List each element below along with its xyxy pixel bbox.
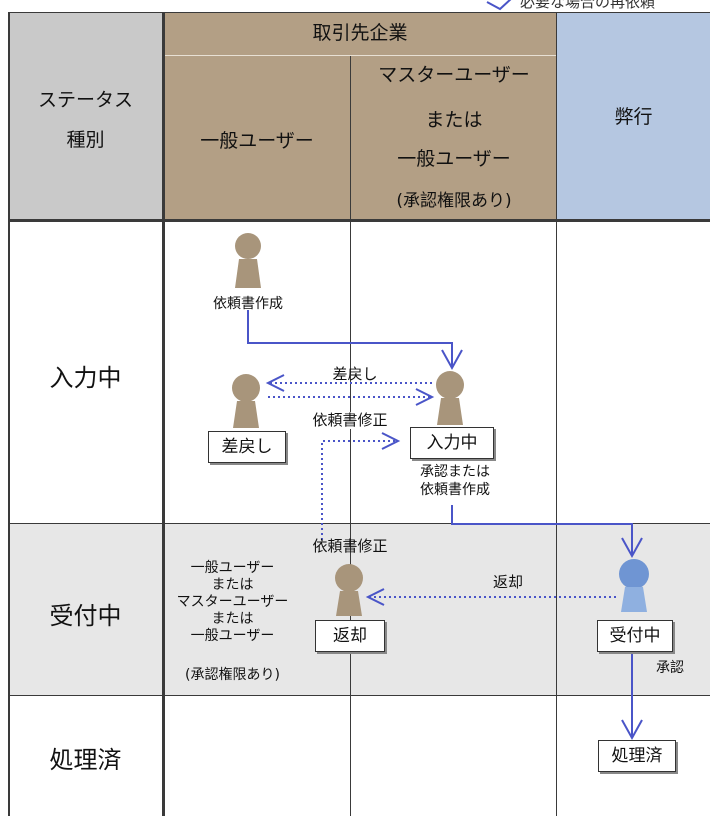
arrowhead-sent-back xyxy=(265,374,285,392)
header-client-company: 取引先企業 xyxy=(312,22,408,44)
person-bank-icon xyxy=(619,559,649,612)
users-list-3: マスターユーザー xyxy=(176,594,289,610)
row-label-processed: 処理済 xyxy=(49,746,122,774)
header-client-company-cell xyxy=(163,12,557,220)
header-bank: 弊行 xyxy=(614,106,653,128)
box-input: 入力中 xyxy=(410,427,494,459)
person-sent-back-icon xyxy=(232,374,260,428)
flow-create-to-approve xyxy=(247,310,453,368)
grid-top xyxy=(8,12,710,13)
users-list-2: または xyxy=(211,577,254,593)
header-status-type-cell xyxy=(8,12,163,220)
flow-returned-to-input xyxy=(321,440,398,540)
arrowhead-returned-to-input xyxy=(381,432,401,450)
person-returned-icon xyxy=(335,564,363,616)
label-sent-back: 差戻し xyxy=(332,365,378,383)
header-master-user-line-2: または xyxy=(425,109,483,131)
grid-sub-header-line xyxy=(163,55,557,56)
grid-row1-bottom xyxy=(8,523,710,524)
grid-header-bottom xyxy=(8,219,710,222)
users-list-5: 一般ユーザー xyxy=(190,628,275,644)
label-create-request: 依頼書作成 xyxy=(213,296,283,312)
box-returned: 返却 xyxy=(315,620,385,652)
users-list-1: 一般ユーザー xyxy=(190,560,275,576)
box-sent-back: 差戻し xyxy=(208,431,286,463)
label-fix-request-2: 依頼書修正 xyxy=(312,537,388,555)
arrowhead-processed xyxy=(621,719,643,741)
label-approve-or-create-2: 依頼書作成 xyxy=(420,482,490,498)
header-master-user-line-1: マスターユーザー xyxy=(378,64,530,86)
row-label-accepted: 受付中 xyxy=(49,602,122,630)
arrowhead-approve xyxy=(441,349,463,371)
row-label-input: 入力中 xyxy=(49,364,122,392)
header-general-user: 一般ユーザー xyxy=(200,130,314,152)
label-returned: 返却 xyxy=(492,573,523,591)
flow-approve-to-bank xyxy=(451,505,633,556)
arrowhead-bank xyxy=(621,537,643,559)
arrowhead-fix-request xyxy=(415,388,435,406)
grid-left xyxy=(8,12,10,816)
header-status-type: ステータス 種別 xyxy=(8,80,163,160)
header-status-type-label: ステータス 種別 xyxy=(37,89,133,151)
users-list-4: または xyxy=(211,611,254,627)
top-note-arrow xyxy=(486,0,512,11)
box-accepted: 受付中 xyxy=(597,620,673,652)
label-approve: 承認 xyxy=(656,660,684,676)
person-approver-icon xyxy=(436,371,464,425)
grid-col3 xyxy=(556,12,557,816)
person-creator-icon xyxy=(235,233,261,288)
grid-col1 xyxy=(162,12,165,816)
grid-row2-bottom xyxy=(8,695,710,696)
header-bank-cell xyxy=(557,12,710,220)
arrowhead-return xyxy=(365,588,385,606)
users-list-6: (承認権限あり) xyxy=(185,667,280,683)
header-master-user-line-4: (承認権限あり) xyxy=(396,191,512,211)
label-fix-request-1: 依頼書修正 xyxy=(280,412,420,429)
grid-col2 xyxy=(350,56,351,816)
top-note: 必要な場合の再依頼 xyxy=(520,0,656,11)
box-processed: 処理済 xyxy=(598,740,676,772)
label-approve-or-create-1: 承認または xyxy=(420,464,490,480)
header-master-user-line-3: 一般ユーザー xyxy=(397,148,511,170)
